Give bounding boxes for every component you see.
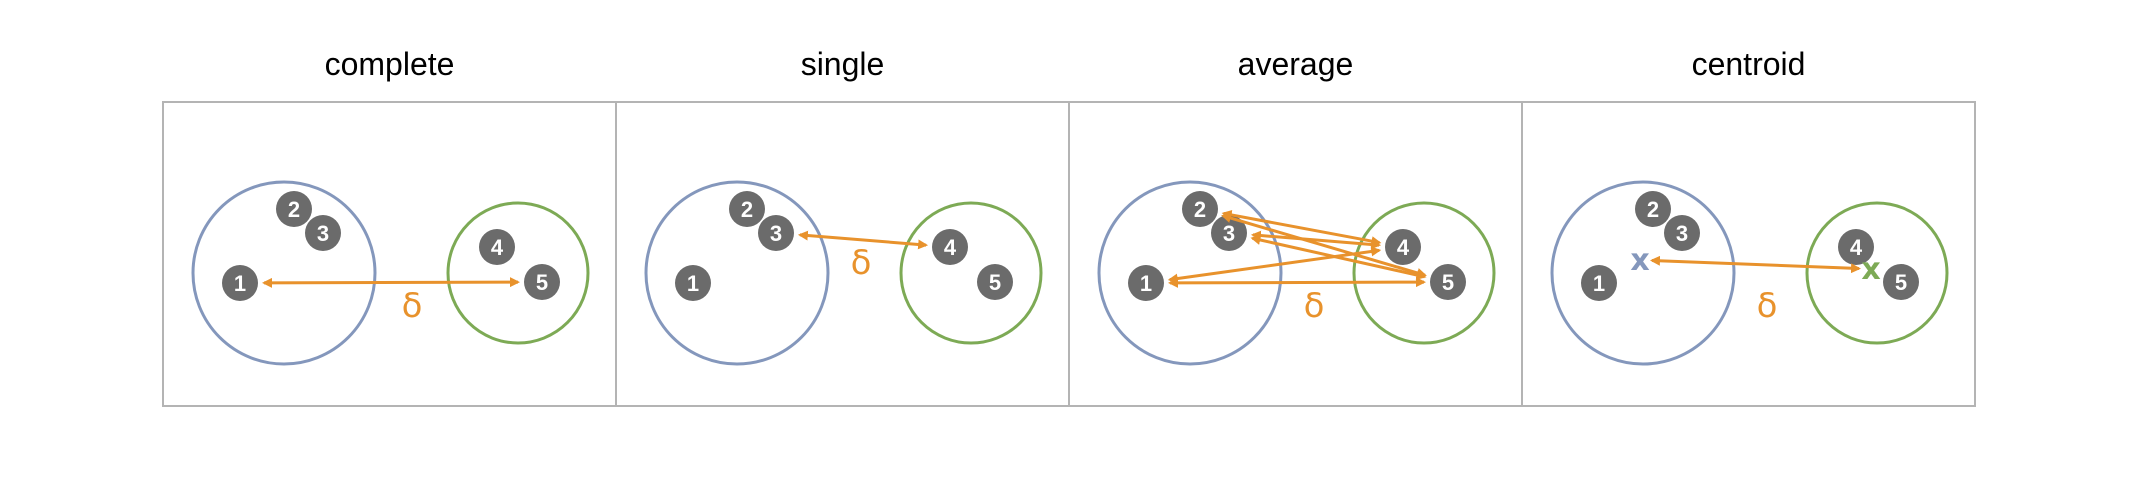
panel-frame	[1068, 101, 1523, 407]
point-label: 5	[536, 270, 548, 295]
point-3: 3	[305, 215, 341, 251]
point-label: 1	[687, 271, 699, 296]
cluster-a-circle	[191, 180, 377, 366]
point-label: 1	[234, 271, 246, 296]
point-label: 2	[741, 197, 753, 222]
panel-title: centroid	[1692, 46, 1806, 82]
cluster-b-circle	[446, 201, 590, 345]
point-marker	[1635, 191, 1671, 227]
point-label: 4	[1850, 235, 1863, 260]
point-marker	[758, 215, 794, 251]
point-label: 2	[1647, 197, 1659, 222]
point-marker	[729, 191, 765, 227]
point-marker	[305, 215, 341, 251]
point-label: 1	[1140, 271, 1152, 296]
cluster-a-circle	[644, 180, 830, 366]
point-1: 1	[1581, 265, 1617, 301]
point-label: 1	[1593, 271, 1605, 296]
point-4: 4	[932, 229, 968, 265]
panel-frame	[162, 101, 617, 407]
distance-arrow	[1167, 277, 1427, 288]
centroid-mark: x	[1861, 252, 1880, 287]
point-5: 5	[1883, 264, 1919, 300]
point-marker	[276, 191, 312, 227]
point-marker	[222, 265, 258, 301]
point-5: 5	[524, 264, 560, 300]
point-label: 4	[491, 235, 504, 260]
point-label: 3	[770, 221, 782, 246]
point-label: 4	[1397, 235, 1410, 260]
point-label: 3	[1676, 221, 1688, 246]
point-3: 3	[758, 215, 794, 251]
point-label: 5	[989, 270, 1001, 295]
point-2: 2	[1182, 191, 1218, 227]
point-1: 1	[222, 265, 258, 301]
point-label: 4	[944, 235, 957, 260]
centroid-mark: x	[1630, 243, 1649, 278]
point-1: 1	[1128, 265, 1164, 301]
point-marker	[479, 229, 515, 265]
distance-arrow	[1167, 246, 1382, 284]
point-2: 2	[1635, 191, 1671, 227]
point-label: 3	[1223, 221, 1235, 246]
point-marker	[675, 265, 711, 301]
delta-label: δ	[1304, 286, 1325, 326]
panel-title: single	[801, 46, 885, 82]
point-5: 5	[977, 264, 1013, 300]
delta-label: δ	[1757, 286, 1778, 326]
point-3: 3	[1664, 215, 1700, 251]
panel-frame	[615, 101, 1070, 407]
distance-arrow	[797, 230, 929, 250]
point-2: 2	[729, 191, 765, 227]
panel-title: average	[1238, 46, 1354, 82]
panel-title: complete	[325, 46, 455, 82]
point-4: 4	[479, 229, 515, 265]
point-marker	[932, 229, 968, 265]
point-marker	[1182, 191, 1218, 227]
point-label: 5	[1442, 270, 1454, 295]
point-marker	[1128, 265, 1164, 301]
point-marker	[1883, 264, 1919, 300]
point-label: 3	[317, 221, 329, 246]
point-5: 5	[1430, 264, 1466, 300]
distance-arrow	[261, 277, 521, 288]
point-marker	[524, 264, 560, 300]
panel-frame	[1521, 101, 1976, 407]
cluster-b-circle	[899, 201, 1043, 345]
delta-label: δ	[402, 286, 423, 326]
point-4: 4	[1385, 229, 1421, 265]
point-marker	[1664, 215, 1700, 251]
delta-label: δ	[851, 243, 872, 283]
cluster-b-circle	[1352, 201, 1496, 345]
point-label: 2	[288, 197, 300, 222]
distance-arrow	[1649, 255, 1862, 274]
point-2: 2	[276, 191, 312, 227]
point-marker	[977, 264, 1013, 300]
point-label: 2	[1194, 197, 1206, 222]
point-marker	[1581, 265, 1617, 301]
point-label: 5	[1895, 270, 1907, 295]
point-marker	[1430, 264, 1466, 300]
point-1: 1	[675, 265, 711, 301]
